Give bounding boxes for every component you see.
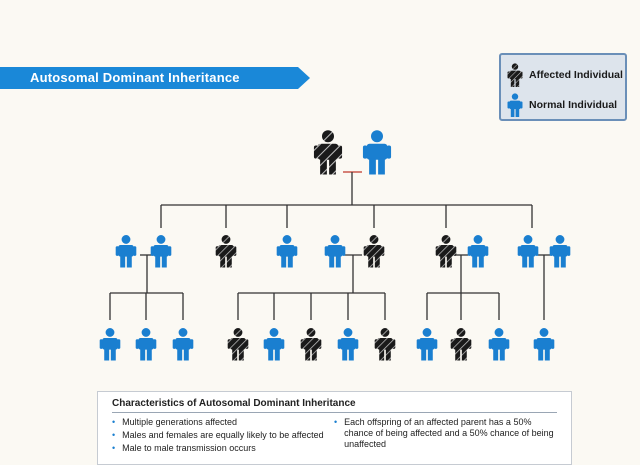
normal-person-icon [99, 328, 121, 361]
normal-person-icon [263, 328, 285, 361]
bullet-dot-icon: • [112, 443, 116, 453]
bullet-dot-icon: • [112, 430, 116, 440]
bullet-item: • Multiple generations affected [112, 417, 237, 428]
normal-person-icon [362, 130, 392, 175]
bullet-item: • Each offspring of an affected parent h… [334, 417, 558, 450]
affected-person-icon [313, 130, 343, 175]
characteristics-panel: Characteristics of Autosomal Dominant In… [97, 391, 572, 465]
normal-person-icon [276, 235, 298, 268]
affected-person-icon [363, 235, 385, 268]
affected-person-icon [374, 328, 396, 361]
normal-person-icon [337, 328, 359, 361]
pedigree-lines [109, 171, 552, 320]
normal-person-icon [135, 328, 157, 361]
bullet-text: Each offspring of an affected parent has… [344, 417, 554, 449]
legend-affected-label: Affected Individual [529, 69, 623, 81]
normal-person-icon [533, 328, 555, 361]
bullet-text: Multiple generations affected [122, 417, 238, 427]
title-banner [0, 67, 310, 89]
normal-person-icon [324, 235, 346, 268]
bullet-text: Males and females are equally likely to … [122, 430, 324, 440]
normal-person-icon [172, 328, 194, 361]
normal-person-icon [517, 235, 539, 268]
normal-person-icon [115, 235, 137, 268]
bullet-item: • Males and females are equally likely t… [112, 430, 324, 441]
normal-person-icon [467, 235, 489, 268]
bullet-dot-icon: • [334, 417, 338, 427]
legend-affected: Affected Individual [507, 63, 623, 87]
page-title: Autosomal Dominant Inheritance [30, 70, 240, 85]
bullet-item: • Male to male transmission occurs [112, 443, 256, 454]
normal-person-icon [488, 328, 510, 361]
affected-person-icon [215, 235, 237, 268]
pedigree-people [99, 130, 571, 361]
affected-person-icon [227, 328, 249, 361]
bullet-text: Male to male transmission occurs [122, 443, 256, 453]
normal-person-icon [150, 235, 172, 268]
affected-person-icon [300, 328, 322, 361]
normal-person-icon [549, 235, 571, 268]
bullet-dot-icon: • [112, 417, 116, 427]
legend: Affected Individual Normal Individual [499, 53, 627, 121]
affected-person-icon [450, 328, 472, 361]
normal-person-icon [416, 328, 438, 361]
characteristics-title: Characteristics of Autosomal Dominant In… [112, 398, 356, 409]
divider [112, 412, 557, 413]
legend-normal-label: Normal Individual [529, 99, 618, 111]
legend-normal: Normal Individual [507, 93, 617, 117]
affected-person-icon [435, 235, 457, 268]
